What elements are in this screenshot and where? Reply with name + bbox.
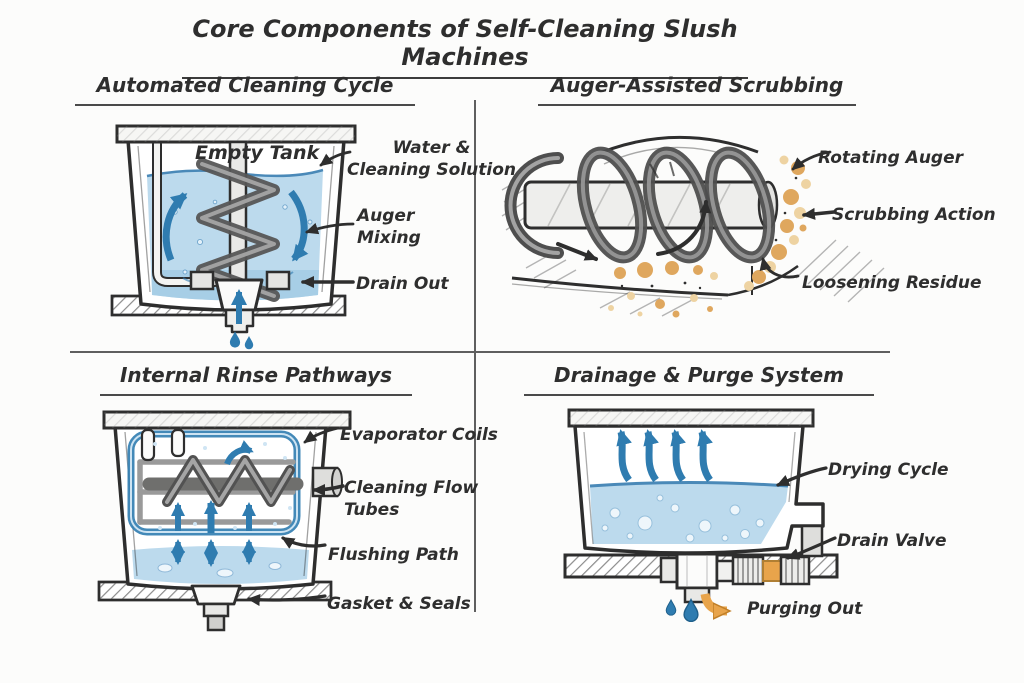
arrow-to-gasket-seals (247, 594, 327, 606)
evaporation-arrows (616, 429, 713, 483)
residue-crumbs (608, 261, 718, 318)
quadrant-divider-horizontal (70, 351, 890, 353)
droplet-icon (665, 598, 677, 616)
label-water-cleaning-solution: Water & Cleaning Solution (347, 138, 517, 181)
arrow-to-drying-cycle (776, 466, 828, 487)
lift-arrow (656, 200, 712, 256)
label-loosening-residue: Loosening Residue (802, 273, 982, 293)
illustration-auger-assisted-scrubbing (501, 135, 885, 318)
side-pipe (311, 466, 343, 498)
panel-title-auger-assisted-scrubbing: Auger-Assisted Scrubbing (538, 73, 856, 106)
label-drying-cycle: Drying Cycle (828, 460, 949, 480)
label-gasket-seals: Gasket & Seals (327, 594, 471, 614)
droplet-icon (244, 336, 254, 350)
label-empty-tank: Empty Tank (195, 142, 320, 164)
callout-arrows (301, 150, 355, 288)
drain-fittings (189, 270, 291, 350)
purge-arrow (700, 593, 727, 611)
callout-arrows (247, 426, 345, 606)
drain-valve-assembly (659, 552, 811, 604)
swirl-arrow (224, 440, 254, 466)
bubbles (601, 494, 765, 543)
drain-pipe (152, 139, 220, 287)
label-cleaning-flow-tubes: Cleaning Flow Tubes (344, 478, 479, 521)
arrow-to-rotating-auger (791, 150, 832, 171)
label-drain-valve: Drain Valve (837, 531, 947, 551)
label-flushing-path: Flushing Path (328, 545, 459, 565)
horizontal-auger (142, 455, 304, 507)
motion-arrows (556, 200, 712, 261)
panel-title-automated-cleaning-cycle: Automated Cleaning Cycle (75, 73, 415, 106)
water-speckles (153, 442, 292, 530)
label-drain-out: Drain Out (356, 274, 449, 294)
label-scrubbing-action: Scrubbing Action (832, 205, 996, 225)
illustration-drainage-purge-system (563, 408, 839, 623)
inlet-pipes (140, 428, 186, 462)
arrow-to-flushing-path (281, 536, 327, 549)
arrow-to-evaporator-coils (303, 426, 340, 444)
tank-body (573, 424, 825, 558)
label-purging-out: Purging Out (747, 599, 863, 619)
quadrant-divider-vertical (474, 100, 476, 612)
droplet-icon (229, 331, 241, 348)
panel-title-drainage-purge-system: Drainage & Purge System (524, 363, 874, 396)
callout-arrows (776, 466, 837, 560)
callout-arrows (759, 150, 836, 279)
tank-rim (567, 408, 815, 428)
mixing-arrow-right (288, 189, 309, 262)
valve-orange-segment (762, 560, 782, 582)
arrow-to-auger-mixing (305, 222, 355, 235)
label-auger-mixing: Auger Mixing (357, 206, 421, 249)
diagram-title: Core Components of Self-Cleaning Slush M… (182, 15, 748, 79)
arrow-to-loosening-residue (759, 257, 800, 279)
tank-rim (115, 124, 357, 144)
illustration-internal-rinse-pathways (97, 410, 352, 632)
arrow-to-drain-valve (786, 536, 837, 560)
label-evaporator-coils: Evaporator Coils (340, 425, 498, 445)
water-fill (132, 546, 309, 584)
illustration-automated-cleaning-cycle (110, 124, 357, 350)
push-arrow (556, 242, 598, 261)
flush-arrows (171, 440, 256, 567)
arrow-to-water-solution (319, 150, 352, 167)
purge-drops (665, 593, 727, 623)
water-fill (590, 482, 788, 544)
arrow-to-cleaning-flow-tubes (312, 483, 345, 496)
mixing-arrow-left (162, 192, 188, 262)
tank-rim (102, 410, 352, 430)
drain-assembly (190, 584, 242, 632)
arrow-to-scrubbing-action (802, 207, 836, 220)
auger-flights (504, 146, 776, 264)
panel-title-internal-rinse-pathways: Internal Rinse Pathways (100, 363, 412, 396)
label-rotating-auger: Rotating Auger (818, 148, 964, 168)
droplet-icon (683, 597, 699, 623)
